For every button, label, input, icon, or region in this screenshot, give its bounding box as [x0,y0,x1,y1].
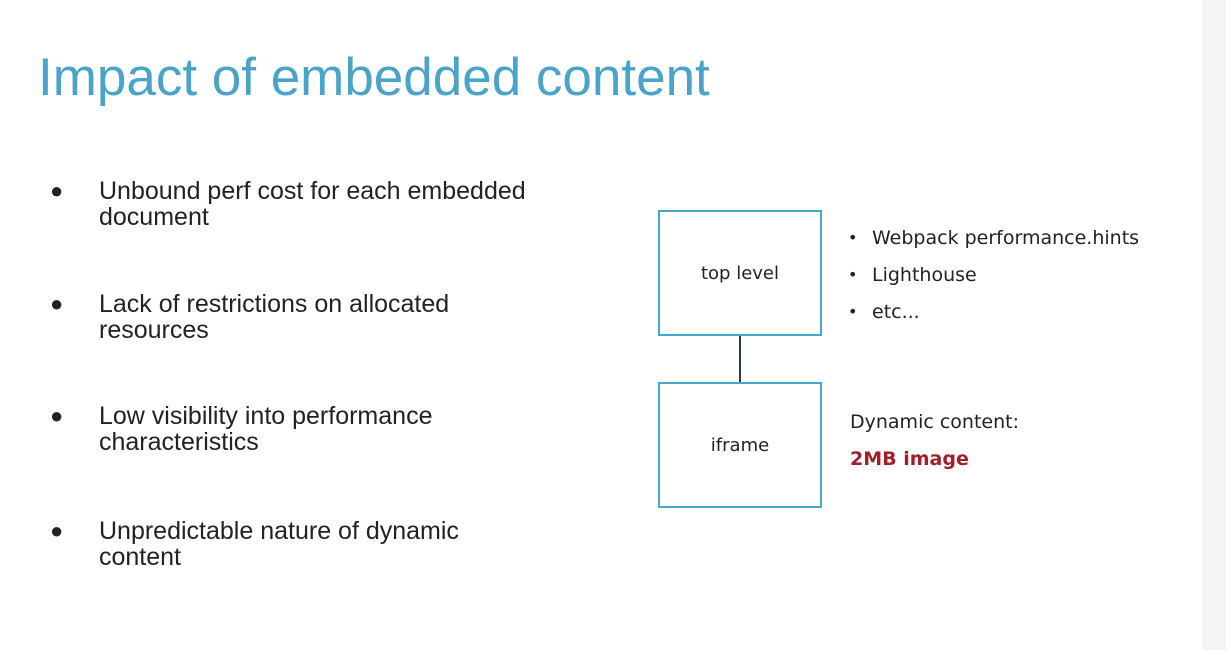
bullet-dot-icon: ● [50,403,64,428]
bullet-text: Unpredictable nature of dynamic content [99,517,459,571]
connector-line [739,336,741,382]
bullet-dot-icon: ● [50,518,64,543]
bullet-dot-icon: ● [50,291,64,316]
bullet-item: ● Lack of restrictions on allocated reso… [50,291,530,343]
bullet-item: ● Low visibility into performance charac… [50,403,530,455]
tool-bullet-icon: • [848,228,858,247]
iframe-box: iframe [658,382,822,508]
bullet-text: Lack of restrictions on allocated resour… [99,290,450,344]
bullet-text: Low visibility into performance characte… [99,402,433,456]
bullet-item: ● Unbound perf cost for each embedded do… [50,178,530,230]
tool-list: • Webpack performance.hints • Lighthouse… [848,224,1139,335]
slide-title: Impact of embedded content [38,48,710,107]
dynamic-content-value: 2MB image [850,448,969,470]
top-level-box-label: top level [700,262,780,284]
tool-list-item: • etc... [848,298,1139,335]
dynamic-content-label: Dynamic content: [850,411,1019,433]
window-edge [1202,0,1226,650]
bullet-dot-icon: ● [50,178,64,203]
top-level-box: top level [658,210,822,336]
tool-label: Webpack performance.hints [872,227,1140,249]
tool-list-item: • Lighthouse [848,261,1139,298]
tool-bullet-icon: • [848,265,858,284]
bullet-item: ● Unpredictable nature of dynamic conten… [50,518,530,570]
bullet-text: Unbound perf cost for each embedded docu… [99,177,526,231]
tool-label: Lighthouse [872,264,977,286]
tool-list-item: • Webpack performance.hints [848,224,1139,261]
tool-label: etc... [872,301,920,323]
iframe-box-label: iframe [710,434,770,456]
tool-bullet-icon: • [848,302,858,321]
